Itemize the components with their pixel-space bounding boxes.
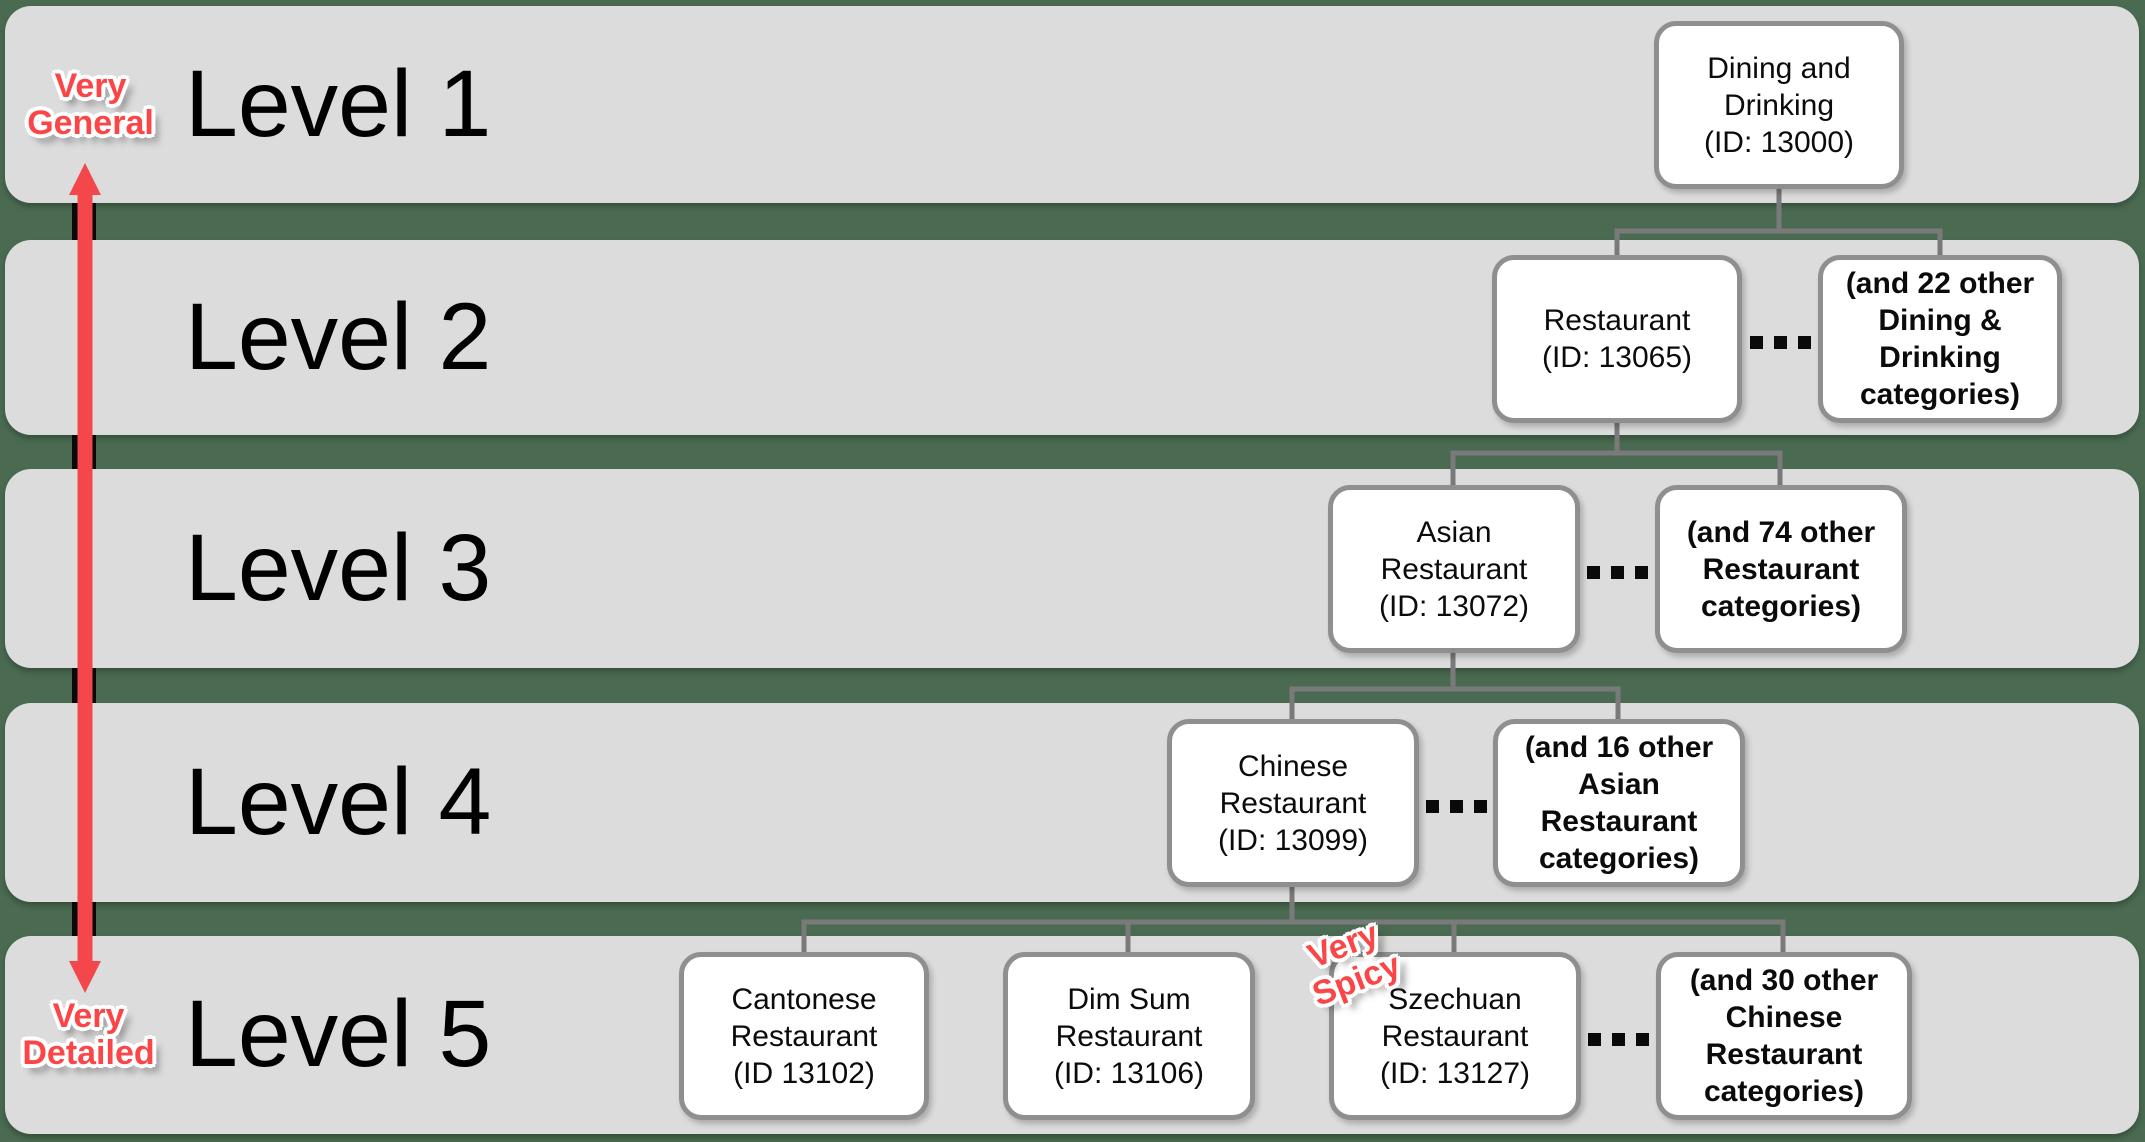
- ellipsis-dot: [1798, 336, 1811, 349]
- node-other-asian-restaurant-categories: (and 16 other Asian Restaurant categorie…: [1493, 719, 1745, 887]
- ellipsis-dot: [1750, 336, 1763, 349]
- very-detailed-annotation: Very Detailed: [22, 997, 155, 1072]
- level-4-label: Level 4: [185, 748, 492, 855]
- general-to-detailed-arrow-icon: [69, 163, 101, 993]
- ellipsis-dot: [1588, 1033, 1601, 1046]
- ellipsis-icon: [1426, 800, 1487, 813]
- node-szechuan-restaurant: Szechuan Restaurant (ID: 13127): [1329, 952, 1581, 1120]
- node-other-dining-drinking-categories: (and 22 other Dining & Drinking categori…: [1818, 255, 2062, 423]
- ellipsis-dot: [1774, 336, 1787, 349]
- level-2-label: Level 2: [185, 283, 492, 390]
- node-other-chinese-restaurant-categories: (and 30 other Chinese Restaurant categor…: [1656, 952, 1912, 1120]
- ellipsis-icon: [1750, 336, 1811, 349]
- ellipsis-dot: [1426, 800, 1439, 813]
- level-4-band: Level 4: [5, 703, 2139, 902]
- level-5-label: Level 5: [185, 981, 492, 1088]
- level-1-label: Level 1: [185, 50, 492, 157]
- node-other-restaurant-categories: (and 74 other Restaurant categories): [1655, 485, 1907, 653]
- ellipsis-dot: [1587, 566, 1600, 579]
- ellipsis-dot: [1635, 566, 1648, 579]
- ellipsis-dot: [1612, 1033, 1625, 1046]
- ellipsis-dot: [1636, 1033, 1649, 1046]
- node-chinese-restaurant: Chinese Restaurant (ID: 13099): [1167, 719, 1419, 887]
- very-general-annotation: Very General: [27, 67, 154, 142]
- node-asian-restaurant: Asian Restaurant (ID: 13072): [1328, 485, 1580, 653]
- node-dining-and-drinking: Dining and Drinking (ID: 13000): [1654, 21, 1904, 189]
- level-3-label: Level 3: [185, 514, 492, 621]
- ellipsis-icon: [1588, 1033, 1649, 1046]
- ellipsis-icon: [1587, 566, 1648, 579]
- ellipsis-dot: [1450, 800, 1463, 813]
- ellipsis-dot: [1474, 800, 1487, 813]
- node-cantonese-restaurant: Cantonese Restaurant (ID 13102): [679, 952, 929, 1120]
- ellipsis-dot: [1611, 566, 1624, 579]
- node-dim-sum-restaurant: Dim Sum Restaurant (ID: 13106): [1003, 952, 1255, 1120]
- node-restaurant: Restaurant (ID: 13065): [1492, 255, 1742, 423]
